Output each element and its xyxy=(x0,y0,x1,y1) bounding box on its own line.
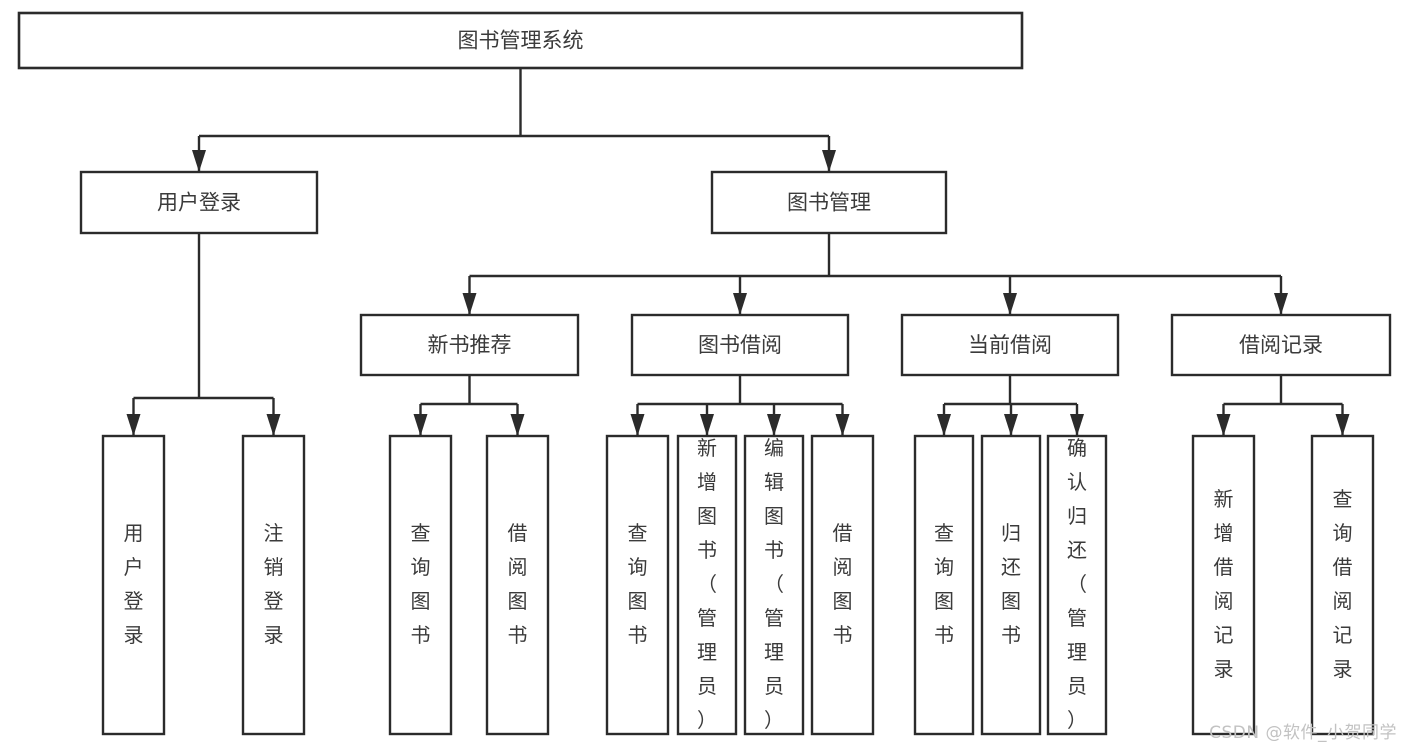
connector-group-user-login xyxy=(126,233,281,436)
arrow-head-icon xyxy=(413,414,428,436)
node-box-leaf-borrow-book-b[interactable] xyxy=(810,434,875,736)
node-leaf-query-book-b[interactable]: 查询图书 xyxy=(605,434,670,736)
node-leaf-query-book-rec[interactable]: 查询图书 xyxy=(388,434,453,736)
arrow-head-icon xyxy=(1003,293,1017,315)
node-label-leaf-edit-book: 编辑图书（管理员） xyxy=(764,436,784,732)
node-box-leaf-query-record[interactable] xyxy=(1310,434,1375,736)
node-book-borrow[interactable]: 图书借阅 xyxy=(630,313,850,377)
node-leaf-borrow-book-b[interactable]: 借阅图书 xyxy=(810,434,875,736)
node-label-leaf-return-book: 归还图书 xyxy=(1001,521,1021,647)
node-box-user-login[interactable] xyxy=(79,170,319,235)
node-box-root[interactable] xyxy=(17,11,1024,70)
arrow-head-icon xyxy=(630,414,645,436)
arrow-head-icon xyxy=(1274,293,1288,315)
arrow-head-icon xyxy=(266,414,281,436)
node-box-leaf-add-record[interactable] xyxy=(1191,434,1256,736)
node-user-login[interactable]: 用户登录 xyxy=(79,170,319,235)
arrow-head-icon xyxy=(767,414,781,436)
node-box-leaf-confirm-return[interactable] xyxy=(1046,434,1108,736)
arrow-head-icon xyxy=(700,414,714,436)
node-label-leaf-add-record: 新增借阅记录 xyxy=(1214,487,1234,681)
arrow-head-icon xyxy=(733,293,747,315)
arrow-head-icon xyxy=(1216,414,1231,436)
node-box-book-manage[interactable] xyxy=(710,170,948,235)
node-label-current-borrow: 当前借阅 xyxy=(968,333,1052,357)
node-box-leaf-edit-book[interactable] xyxy=(743,434,805,736)
arrow-head-icon xyxy=(1070,414,1084,436)
node-box-leaf-user-login[interactable] xyxy=(101,434,166,736)
node-box-leaf-user-logout[interactable] xyxy=(241,434,306,736)
arrow-head-icon xyxy=(126,414,141,436)
node-box-leaf-add-book[interactable] xyxy=(676,434,738,736)
node-label-leaf-confirm-return: 确认归还（管理员） xyxy=(1067,436,1087,732)
connector-group-new-book-rec xyxy=(413,375,525,436)
node-label-leaf-query-record: 查询借阅记录 xyxy=(1333,487,1353,681)
connector-group-book-borrow xyxy=(630,375,850,436)
node-current-borrow[interactable]: 当前借阅 xyxy=(900,313,1120,377)
node-leaf-return-book[interactable]: 归还图书 xyxy=(980,434,1042,736)
node-leaf-query-book-c[interactable]: 查询图书 xyxy=(913,434,975,736)
node-label-book-borrow: 图书借阅 xyxy=(698,333,782,357)
arrow-head-icon xyxy=(510,414,525,436)
node-new-book-rec[interactable]: 新书推荐 xyxy=(359,313,580,377)
node-leaf-user-login[interactable]: 用户登录 xyxy=(101,434,166,736)
node-box-leaf-return-book[interactable] xyxy=(980,434,1042,736)
node-box-current-borrow[interactable] xyxy=(900,313,1120,377)
arrow-head-icon xyxy=(835,414,850,436)
node-box-book-borrow[interactable] xyxy=(630,313,850,377)
node-label-borrow-record: 借阅记录 xyxy=(1239,333,1323,357)
node-leaf-borrow-book-rec[interactable]: 借阅图书 xyxy=(485,434,550,736)
node-leaf-add-record[interactable]: 新增借阅记录 xyxy=(1191,434,1256,736)
node-label-leaf-query-book-b: 查询图书 xyxy=(628,521,648,647)
node-leaf-edit-book[interactable]: 编辑图书（管理员） xyxy=(743,434,805,736)
node-leaf-confirm-return[interactable]: 确认归还（管理员） xyxy=(1046,434,1108,736)
node-leaf-query-record[interactable]: 查询借阅记录 xyxy=(1310,434,1375,736)
node-leaf-user-logout[interactable]: 注销登录 xyxy=(241,434,306,736)
node-root[interactable]: 图书管理系统 xyxy=(17,11,1024,70)
node-label-leaf-borrow-book-rec: 借阅图书 xyxy=(508,521,528,647)
arrow-head-icon xyxy=(462,293,477,315)
connector-group-current-borrow xyxy=(937,375,1084,436)
node-borrow-record[interactable]: 借阅记录 xyxy=(1170,313,1392,377)
node-box-borrow-record[interactable] xyxy=(1170,313,1392,377)
node-box-leaf-query-book-b[interactable] xyxy=(605,434,670,736)
arrow-head-icon xyxy=(192,150,206,172)
connector-group-book-manage xyxy=(462,233,1288,315)
node-label-leaf-user-login: 用户登录 xyxy=(124,521,144,647)
node-book-manage[interactable]: 图书管理 xyxy=(710,170,948,235)
node-box-leaf-query-book-c[interactable] xyxy=(913,434,975,736)
node-leaf-add-book[interactable]: 新增图书（管理员） xyxy=(676,434,738,736)
node-box-new-book-rec[interactable] xyxy=(359,313,580,377)
arrow-head-icon xyxy=(1004,414,1018,436)
node-box-leaf-query-book-rec[interactable] xyxy=(388,434,453,736)
node-box-leaf-borrow-book-rec[interactable] xyxy=(485,434,550,736)
node-label-leaf-query-book-c: 查询图书 xyxy=(934,521,954,647)
node-label-leaf-user-logout: 注销登录 xyxy=(264,521,284,647)
node-label-book-manage: 图书管理 xyxy=(787,191,871,215)
node-label-leaf-borrow-book-b: 借阅图书 xyxy=(833,521,853,647)
node-label-leaf-add-book: 新增图书（管理员） xyxy=(697,436,717,732)
node-label-leaf-query-book-rec: 查询图书 xyxy=(411,521,431,647)
node-label-root: 图书管理系统 xyxy=(458,29,584,53)
connector-group-borrow-record xyxy=(1216,375,1350,436)
arrow-head-icon xyxy=(822,150,836,172)
node-layer: 图书管理系统用户登录图书管理新书推荐图书借阅当前借阅借阅记录用户登录注销登录查询… xyxy=(17,11,1392,736)
arrow-head-icon xyxy=(937,414,951,436)
arrow-head-icon xyxy=(1335,414,1350,436)
node-label-user-login: 用户登录 xyxy=(157,191,241,215)
connector-group-root xyxy=(192,68,836,172)
connector-layer xyxy=(126,68,1350,436)
node-label-new-book-rec: 新书推荐 xyxy=(428,333,512,357)
